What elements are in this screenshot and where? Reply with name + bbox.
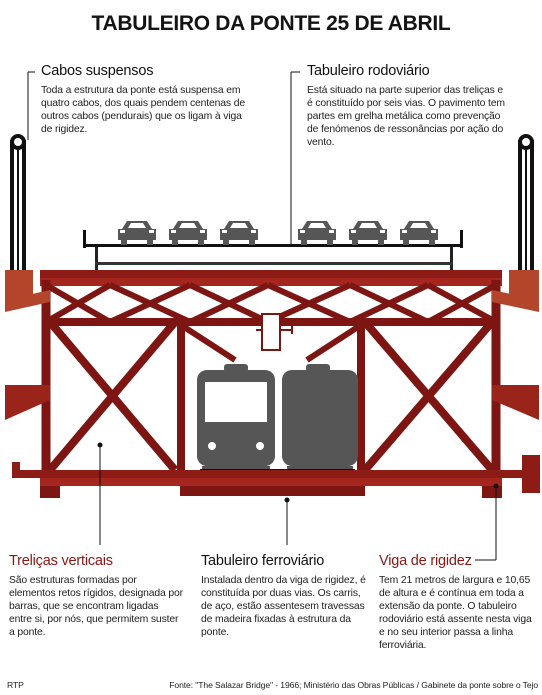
leader-lines <box>27 71 499 561</box>
cabos-text: Toda a estrutura da ponte está suspensa … <box>41 85 245 135</box>
car-icon <box>349 221 387 245</box>
rodoviario-text: Está situado na parte superior das treli… <box>307 85 505 148</box>
viga-heading: Viga de rigidez <box>379 553 472 569</box>
road-vehicles <box>118 221 438 245</box>
label-tabuleiro-ferroviario: Tabuleiro ferroviário Instalada dentro d… <box>201 553 366 639</box>
train-rear-icon <box>282 364 358 470</box>
cabos-heading: Cabos suspensos <box>41 63 154 79</box>
ferroviario-heading: Tabuleiro ferroviário <box>201 553 325 569</box>
label-tabuleiro-rodoviario: Tabuleiro rodoviário Está situado na par… <box>307 63 507 149</box>
page-title: TABULEIRO DA PONTE 25 DE ABRIL <box>91 12 451 35</box>
footer-credit: RTP <box>7 680 24 690</box>
vertical-truss <box>41 280 501 480</box>
road-deck <box>83 230 463 270</box>
trelicas-text: São estruturas formadas por elementos re… <box>9 575 183 638</box>
car-icon <box>400 221 438 245</box>
car-icon <box>118 221 156 245</box>
upper-chord <box>40 270 502 278</box>
rodoviario-heading: Tabuleiro rodoviário <box>307 63 430 79</box>
trelicas-heading: Treliças verticais <box>9 553 113 569</box>
footer-source: Fonte: "The Salazar Bridge" - 1966; Mini… <box>169 680 538 690</box>
label-cabos-suspensos: Cabos suspensos Toda a estrutura da pont… <box>41 63 251 136</box>
car-icon <box>220 221 258 245</box>
label-trelicas-verticais: Treliças verticais São estruturas formad… <box>9 553 184 639</box>
train-front-icon <box>197 364 275 470</box>
viga-text: Tem 21 metros de largura e 10,65 de altu… <box>379 575 532 651</box>
lateral-bracing-left <box>5 385 50 420</box>
lateral-bracing-right <box>492 385 539 420</box>
car-icon <box>298 221 336 245</box>
lower-chord <box>12 455 540 498</box>
suspension-cable-left <box>10 134 26 272</box>
ferroviario-text: Instalada dentro da viga de rigidez, é c… <box>201 575 366 638</box>
label-viga-de-rigidez: Viga de rigidez Tem 21 metros de largura… <box>379 553 539 652</box>
car-icon <box>169 221 207 245</box>
suspension-cable-right <box>518 134 534 272</box>
